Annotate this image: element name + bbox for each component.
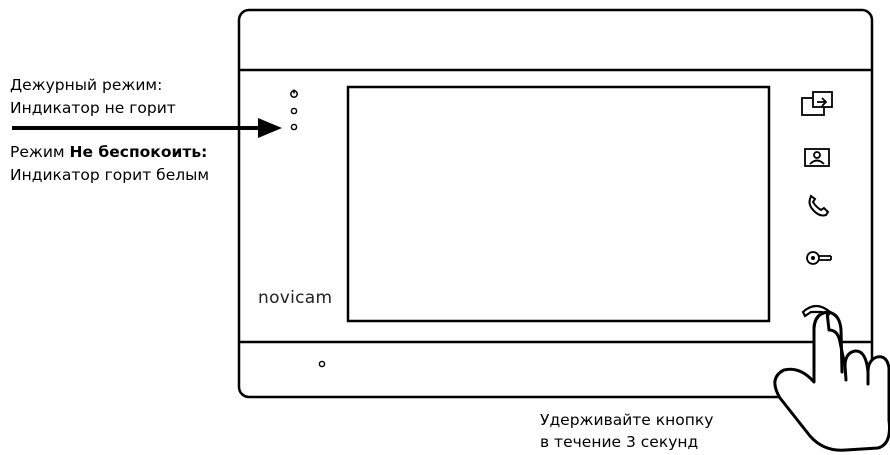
instruction-line-2: в течение 3 секунд: [540, 433, 699, 451]
monitor-icon: [804, 148, 830, 167]
hand-icon: [773, 310, 890, 452]
pointer-arrow: [12, 118, 282, 138]
standby-state: Индикатор не горит: [10, 99, 176, 117]
hangup-icon: [801, 304, 832, 318]
dnd-title: Режим Не беспокоить:: [10, 141, 207, 163]
standby-title: Дежурный режим:: [10, 76, 163, 94]
key-icon: [806, 251, 832, 265]
transfer-icon: [801, 91, 833, 116]
instruction-line-1: Удерживайте кнопку: [540, 411, 714, 429]
microphone-hole: [318, 360, 326, 368]
brand-logo: novicam: [258, 288, 333, 308]
phone-icon: [808, 194, 830, 217]
dnd-state: Индикатор горит белым: [10, 166, 210, 184]
power-indicator-icon: [290, 89, 298, 98]
dnd-indicator-led: [290, 123, 298, 131]
dnd-prefix: Режим: [10, 143, 70, 161]
indicator-led: [290, 107, 298, 115]
screen: [346, 85, 771, 323]
dnd-mode: Не беспокоить:: [69, 143, 208, 161]
